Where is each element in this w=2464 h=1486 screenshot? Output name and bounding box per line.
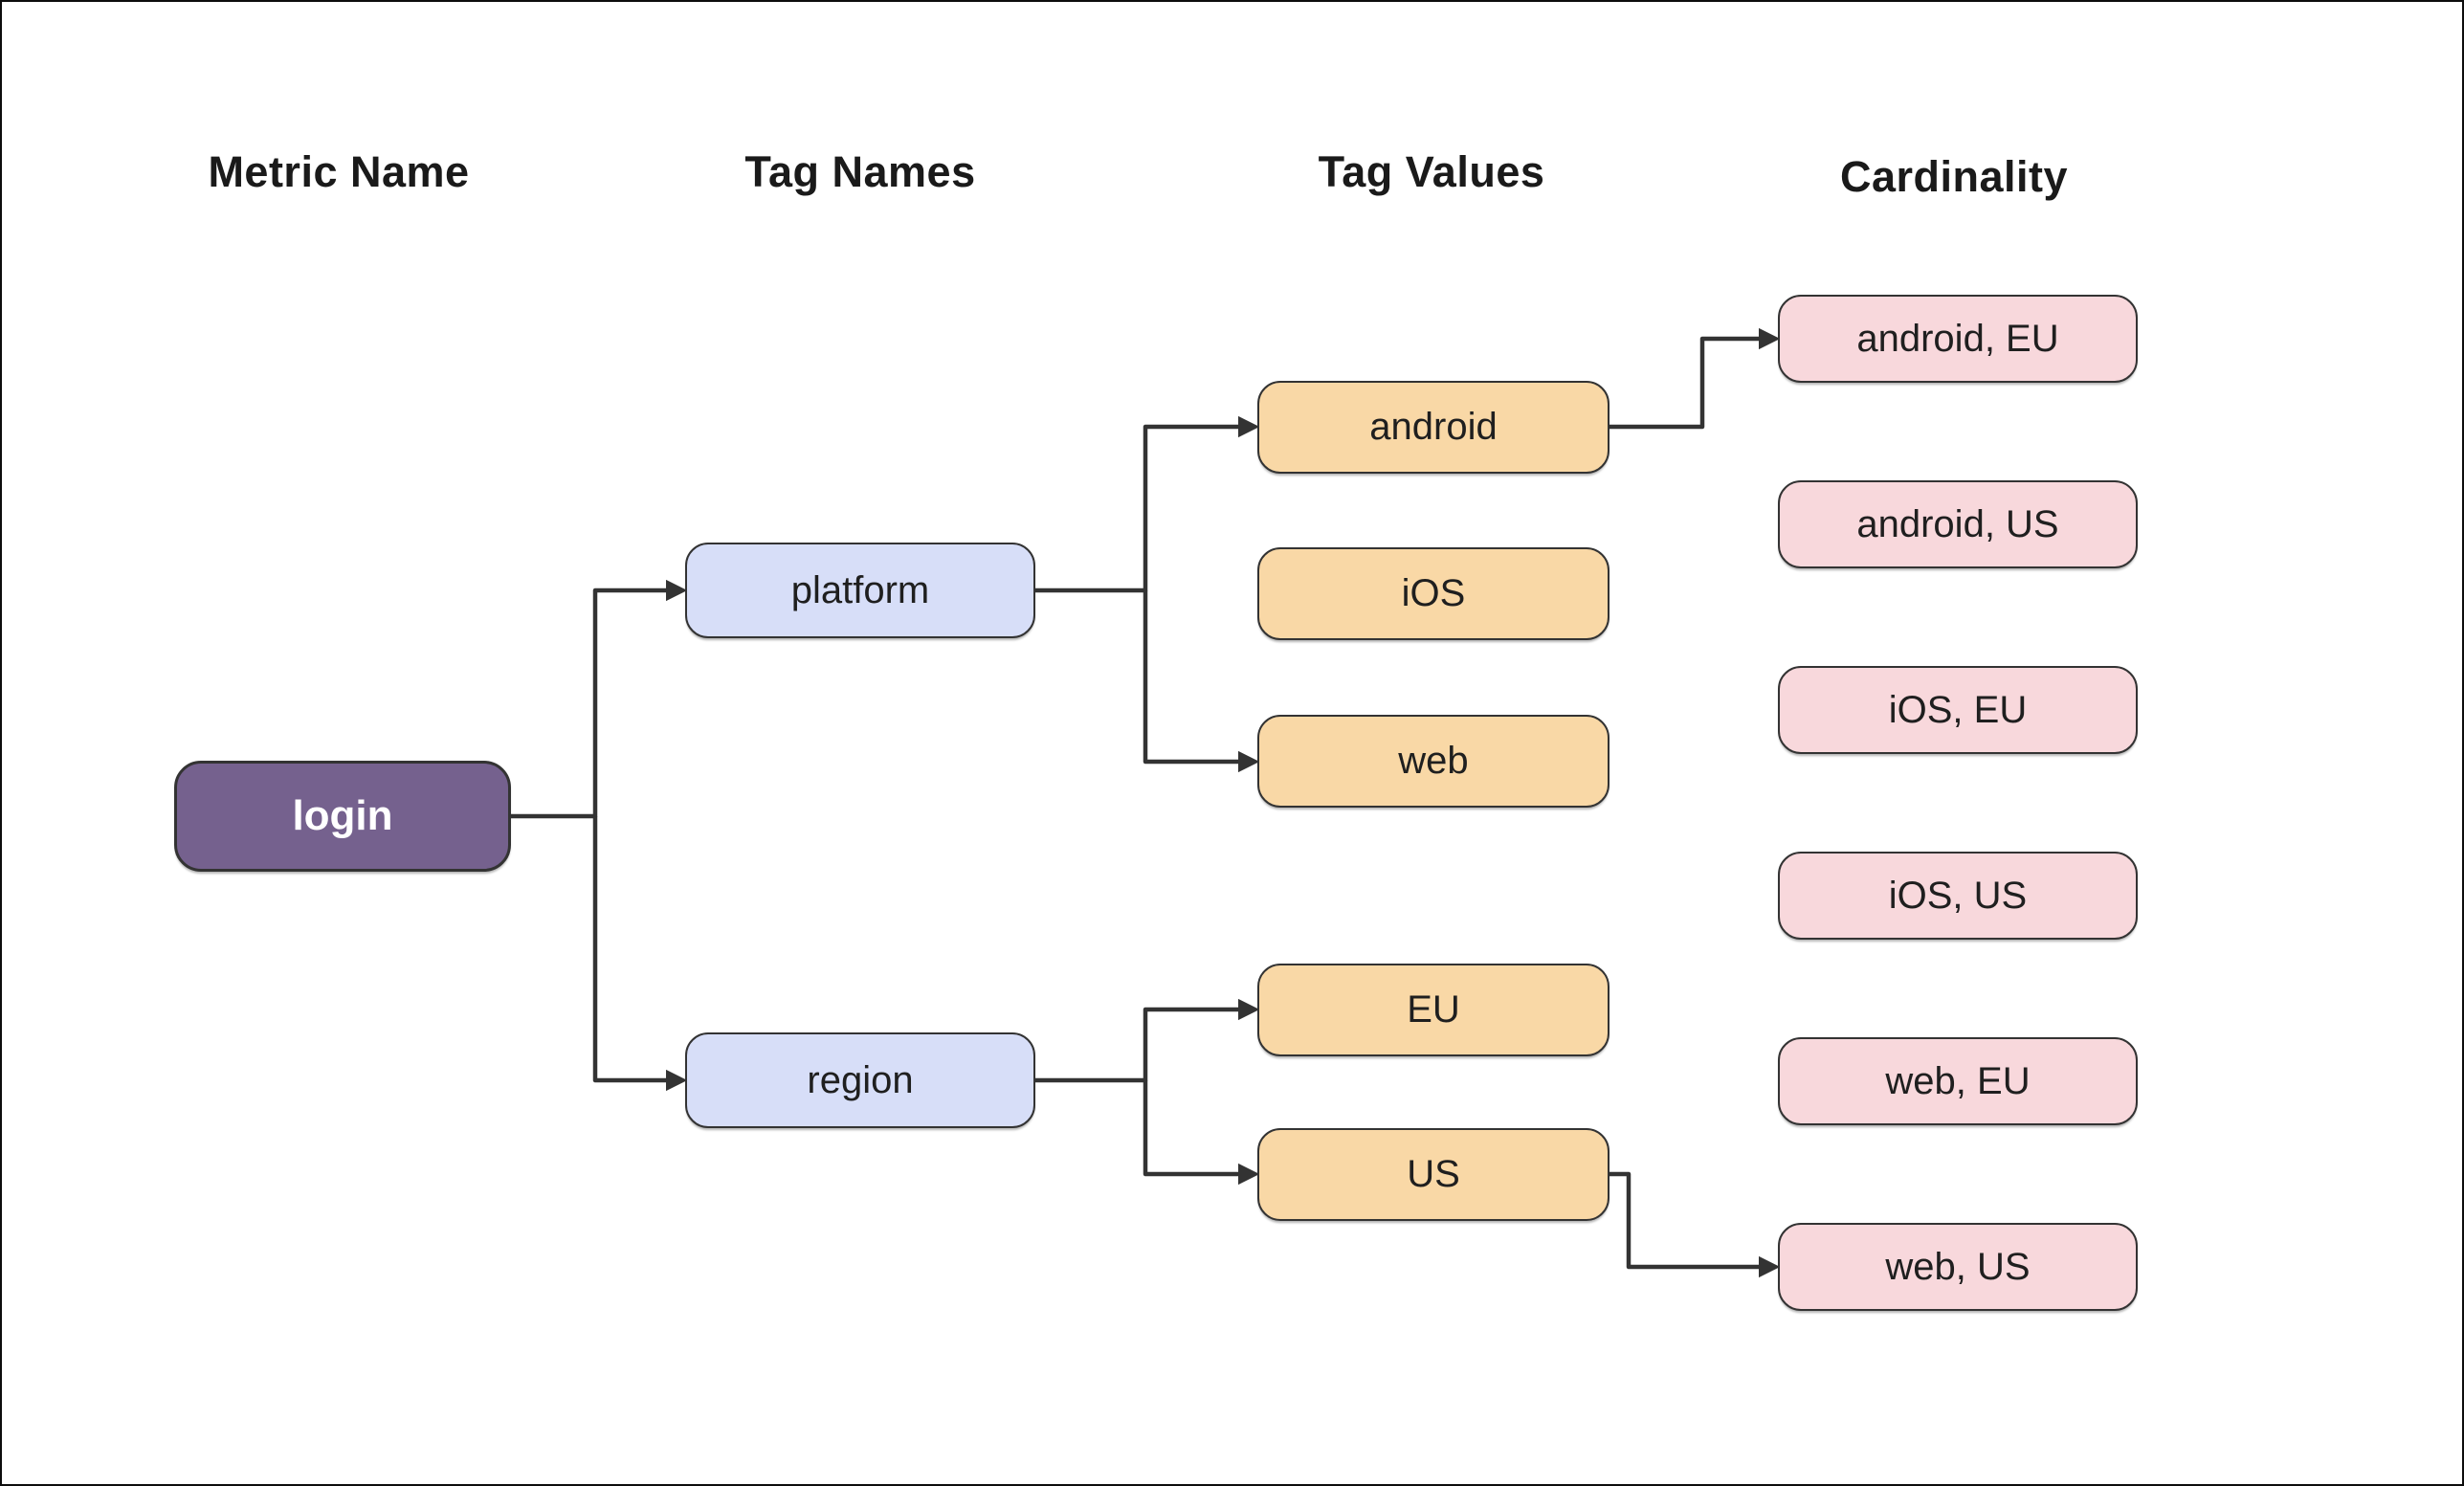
node-ios-eu: iOS, EU bbox=[1778, 666, 2138, 754]
node-us: US bbox=[1257, 1128, 1609, 1221]
edge-login-region bbox=[592, 816, 688, 1092]
node-ios-us: iOS, US bbox=[1778, 852, 2138, 940]
node-web: web bbox=[1257, 715, 1609, 808]
node-region: region bbox=[685, 1032, 1035, 1128]
edge-region-us bbox=[1143, 1080, 1260, 1186]
edge-platform-android bbox=[1035, 415, 1260, 593]
node-web-us: web, US bbox=[1778, 1223, 2138, 1311]
node-android-us: android, US bbox=[1778, 480, 2138, 568]
node-android-eu: android, EU bbox=[1778, 295, 2138, 383]
column-header-tag-values: Tag Values bbox=[1318, 147, 1545, 196]
edge-us-web-us bbox=[1609, 1171, 1781, 1278]
column-header-metric-name: Metric Name bbox=[208, 147, 470, 196]
edge-platform-web bbox=[1143, 590, 1260, 773]
node-android: android bbox=[1257, 381, 1609, 474]
node-web-eu: web, EU bbox=[1778, 1037, 2138, 1125]
node-eu: EU bbox=[1257, 964, 1609, 1056]
node-platform: platform bbox=[685, 543, 1035, 638]
edge-region-eu bbox=[1035, 998, 1260, 1083]
column-header-tag-names: Tag Names bbox=[744, 147, 976, 196]
column-header-cardinality: Cardinality bbox=[1839, 152, 2069, 201]
edge-android-android-eu bbox=[1609, 327, 1781, 430]
edge-login-platform bbox=[511, 579, 688, 819]
node-login: login bbox=[174, 761, 511, 872]
node-ios: iOS bbox=[1257, 547, 1609, 640]
